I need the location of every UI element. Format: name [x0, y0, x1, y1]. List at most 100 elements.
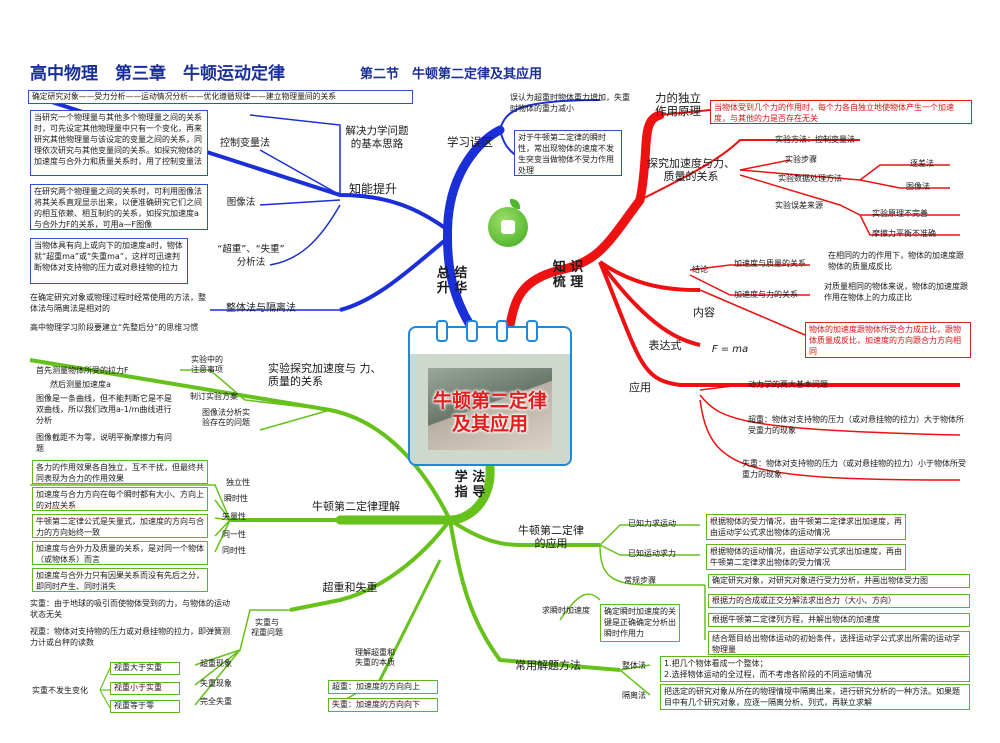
overweight-text: 视重大于实重: [110, 662, 180, 675]
experiment-label: 实验探究加速度与 力、 质量的关系: [268, 362, 382, 388]
track-image: [428, 368, 552, 450]
weight-label: 超重和失重: [322, 581, 378, 594]
apply-1: 动力学的两大基本问题: [748, 380, 828, 389]
exp-plan-text: 图像是一条曲线，但不能判断它是不是双曲线，所以我们改用a-1/m曲线进行分析: [36, 394, 172, 425]
conclusion-1: 加速度与质量的关系: [734, 259, 806, 268]
routine-step-4: 结合题目给出物体运动的初始条件，选择运动学公式求出所需的运动学物理量: [708, 631, 970, 655]
routine-step-3: 根据牛顿第二定律列方程，并解出物体的加速度: [708, 613, 970, 627]
essence-label: 理解超重和 失重的本质: [355, 648, 395, 667]
weightless-text: 视重小于实重: [110, 682, 180, 695]
whole-method-label: 整体法: [622, 661, 646, 670]
overweight-label: 超重现象: [200, 659, 232, 668]
control-variable-box: 当研究一个物理量与其他多个物理量之间的关系时，可先设定其他物理量中只有一个变化，…: [30, 110, 208, 176]
center-title: 牛顿第二定律及其应用: [432, 390, 547, 435]
mistake-note-1: 误认为超重时物体重力增加，失重时物体的重力减小: [510, 93, 630, 113]
u1-box: 各力的作用效果各自独立，互不干扰，但最终共同表现为合力的作用效果: [32, 460, 208, 484]
routine-label: 常规步骤: [624, 576, 656, 585]
instant-accel-label: 求瞬时加速度: [542, 606, 590, 615]
routine-step-2: 根据力的合成或正交分解法求出合力（大小、方向）: [708, 594, 970, 608]
center-topic: 牛顿第二定律及其应用: [408, 320, 572, 466]
exp-idea: 实验方法：控制变量法: [775, 135, 855, 144]
error-2: 摩擦力平衡不准确: [872, 229, 936, 238]
page-subtitle: 第二节 牛顿第二定律及其应用: [360, 67, 543, 82]
application-label: 应用: [629, 381, 651, 394]
known-motion-box: 根据物体的运动情况，由运动学公式求出加速度，再由牛顿第二定律求出物体的受力情况: [706, 544, 906, 570]
knowledge-up-label: 知能提升: [348, 182, 397, 196]
branch-zhishi: 知 识 梳 理: [552, 260, 584, 290]
known-force-label: 已知力求运动: [628, 519, 676, 528]
u3-box: 牛顿第二定律公式是矢量式，加速度的方向与合力的方向始终一致: [32, 514, 208, 538]
exp-plan-label: 制订实验方案: [190, 392, 238, 401]
apply-2: 超重：物体对支持物的压力（或对悬挂物的拉力）大于物体所受重力的现象: [748, 415, 964, 435]
u2-box: 加速度与合力方向在每个瞬时都有大小、方向上的对应关系: [32, 487, 208, 511]
weight-analysis-box: 当物体具有向上或向下的加速度a时，物体就“超重ma”或“失重ma”，这样可迅速判…: [30, 238, 188, 284]
error-1: 实验原理不完善: [872, 209, 928, 218]
exp-graph-text: 图像截距不为零，说明平衡摩擦力有问题: [36, 433, 172, 453]
routine-step-1: 确定研究对象，对研究对象进行受力分析，并画出物体受力图: [708, 574, 970, 588]
essence-2: 失重：加速度的方向向下: [328, 698, 438, 712]
independence-box: 当物体受到几个力的作用时，每个力各自独立地使物体产生一个加速度，与其他的力是否存…: [710, 100, 972, 124]
full-weightless-label: 完全失重: [200, 697, 232, 706]
full-weightless-text: 视重等于零: [110, 700, 180, 713]
essence-1: 超重：加速度的方向向上: [328, 680, 438, 694]
u5-box: 加速度与合外力只有因果关系而没有先后之分，即同时产生、同时消失: [32, 568, 208, 592]
whole-method-box: 1.把几个物体看成一个整体； 2.选择物体运动的全过程，而不考虑各阶段的不同运动…: [660, 656, 970, 682]
no-change-label: 实重不发生变化: [32, 686, 88, 695]
conclusion-2-text: 对质量相同的物体来说，物体的加速度跟作用在物体上的力成正比: [824, 282, 968, 302]
isolation-method-box: 把选定的研究对象从所在的物理情境中隔离出来，进行研究分析的一种方法。如果题目中有…: [660, 684, 970, 710]
exp-note-1: 首先测量物体所受的拉力F: [36, 366, 129, 375]
exp-steps: 实验步骤: [785, 155, 817, 164]
real-apparent-label: 实重与 视重问题: [251, 618, 283, 637]
leaf-logo-icon: [488, 199, 528, 247]
u2-tag: 瞬时性: [224, 494, 248, 503]
mistake-box: 对于牛顿第二定律的瞬时性，常出现物体的速度不发生突变当做物体不受力作用处理: [514, 130, 622, 176]
graph-method-red: 图像法: [906, 182, 930, 191]
explore-label: 探究加速度与力、 质量的关系: [647, 157, 735, 183]
control-variable-label: 控制变量法: [220, 138, 270, 149]
apply-3: 失重：物体对支持物的压力（或对悬挂物的拉力）小于物体所受重力的现象: [742, 459, 966, 479]
real-weight-def: 实重：由于地球的吸引而使物体受到的力，与物体的运动状态无关: [30, 599, 230, 619]
content-box: 物体的加速度跟物体所受合力成正比，跟物体质量成反比，加速度的方向跟合力方向相同: [805, 322, 971, 358]
content-label: 内容: [693, 306, 715, 319]
weight-analysis-label: “超重”、“失重” 分析法: [217, 244, 285, 268]
formula: F = ma: [711, 344, 749, 355]
conclusion-1-text: 在相同的力的作用下，物体的加速度跟物体的质量成反比: [828, 251, 964, 271]
expression-label: 表达式: [648, 339, 682, 352]
apparent-weight-def: 视重：物体对支持物的压力或对悬挂物的拉力，即弹簧测力计或台秤的读数: [30, 627, 230, 647]
known-force-box: 根据物体的受力情况，由牛顿第二定律求出加速度，再由运动学公式求出物体的运动情况: [706, 514, 906, 540]
graph-method-box: 在研究两个物理量之间的关系时，可利用图像法将其关系直观显示出来，以便准确研究它们…: [30, 184, 208, 230]
branch-xuefa: 学 法 指 导: [454, 470, 486, 500]
understand-label: 牛顿第二定律理解: [312, 500, 400, 513]
application-green-label: 牛顿第二定律 的应用: [518, 524, 584, 550]
whole-isolation-label: 整体法与隔离法: [226, 303, 296, 314]
branch-zongjie: 总 结 升 华: [436, 266, 468, 296]
u4-tag: 同一性: [222, 530, 246, 539]
error-source: 实验误差来源: [775, 201, 823, 210]
u5-tag: 同时性: [222, 546, 246, 555]
u4-box: 加速度与合外力及质量的关系，是对同一个物体（或物体系）而言: [32, 541, 208, 565]
exp-note-2: 然后测量加速度a: [50, 380, 111, 389]
known-motion-label: 已知运动求力: [628, 549, 676, 558]
basic-idea-label: 解决力学问题 的基本思路: [345, 125, 409, 150]
habit-tip: 高中物理学习阶段要建立“先整后分”的思维习惯: [30, 323, 199, 332]
weightless-label: 失重现象: [200, 679, 232, 688]
whole-isolation-note: 在确定研究对象或物理过程时经常使用的方法，整体法与隔离法是相对的: [30, 293, 206, 313]
u1-tag: 独立性: [226, 478, 250, 487]
u3-tag: 矢量性: [222, 512, 246, 521]
exp-notes-label: 实验中的 注意事项: [191, 355, 223, 374]
isolation-method-label: 隔离法: [622, 691, 646, 700]
exp-data-method: 实验数据处理方法: [778, 174, 842, 183]
independence-label: 力的独立 作用原理: [655, 91, 701, 118]
list-diff-method: 逐差法: [910, 159, 934, 168]
graph-method-label: 图像法: [226, 197, 256, 208]
instant-accel-box: 确定瞬时加速度的关键是正确确定分析出瞬时作用力: [600, 604, 680, 642]
page-title: 高中物理 第三章 牛顿运动定律: [30, 64, 285, 84]
conclusion-2: 加速度与力的关系: [734, 290, 798, 299]
mistake-label: 学习误区: [447, 135, 493, 149]
exp-graph-label: 图像法分析实 验存在的问题: [202, 408, 250, 427]
methods-label: 常用解题方法: [515, 659, 581, 672]
blue-top-bar: 确定研究对象——受力分析——运动情况分析——优化遵循规律——建立物理量间的关系: [28, 90, 413, 104]
conclusion-label: 结论: [692, 265, 708, 274]
